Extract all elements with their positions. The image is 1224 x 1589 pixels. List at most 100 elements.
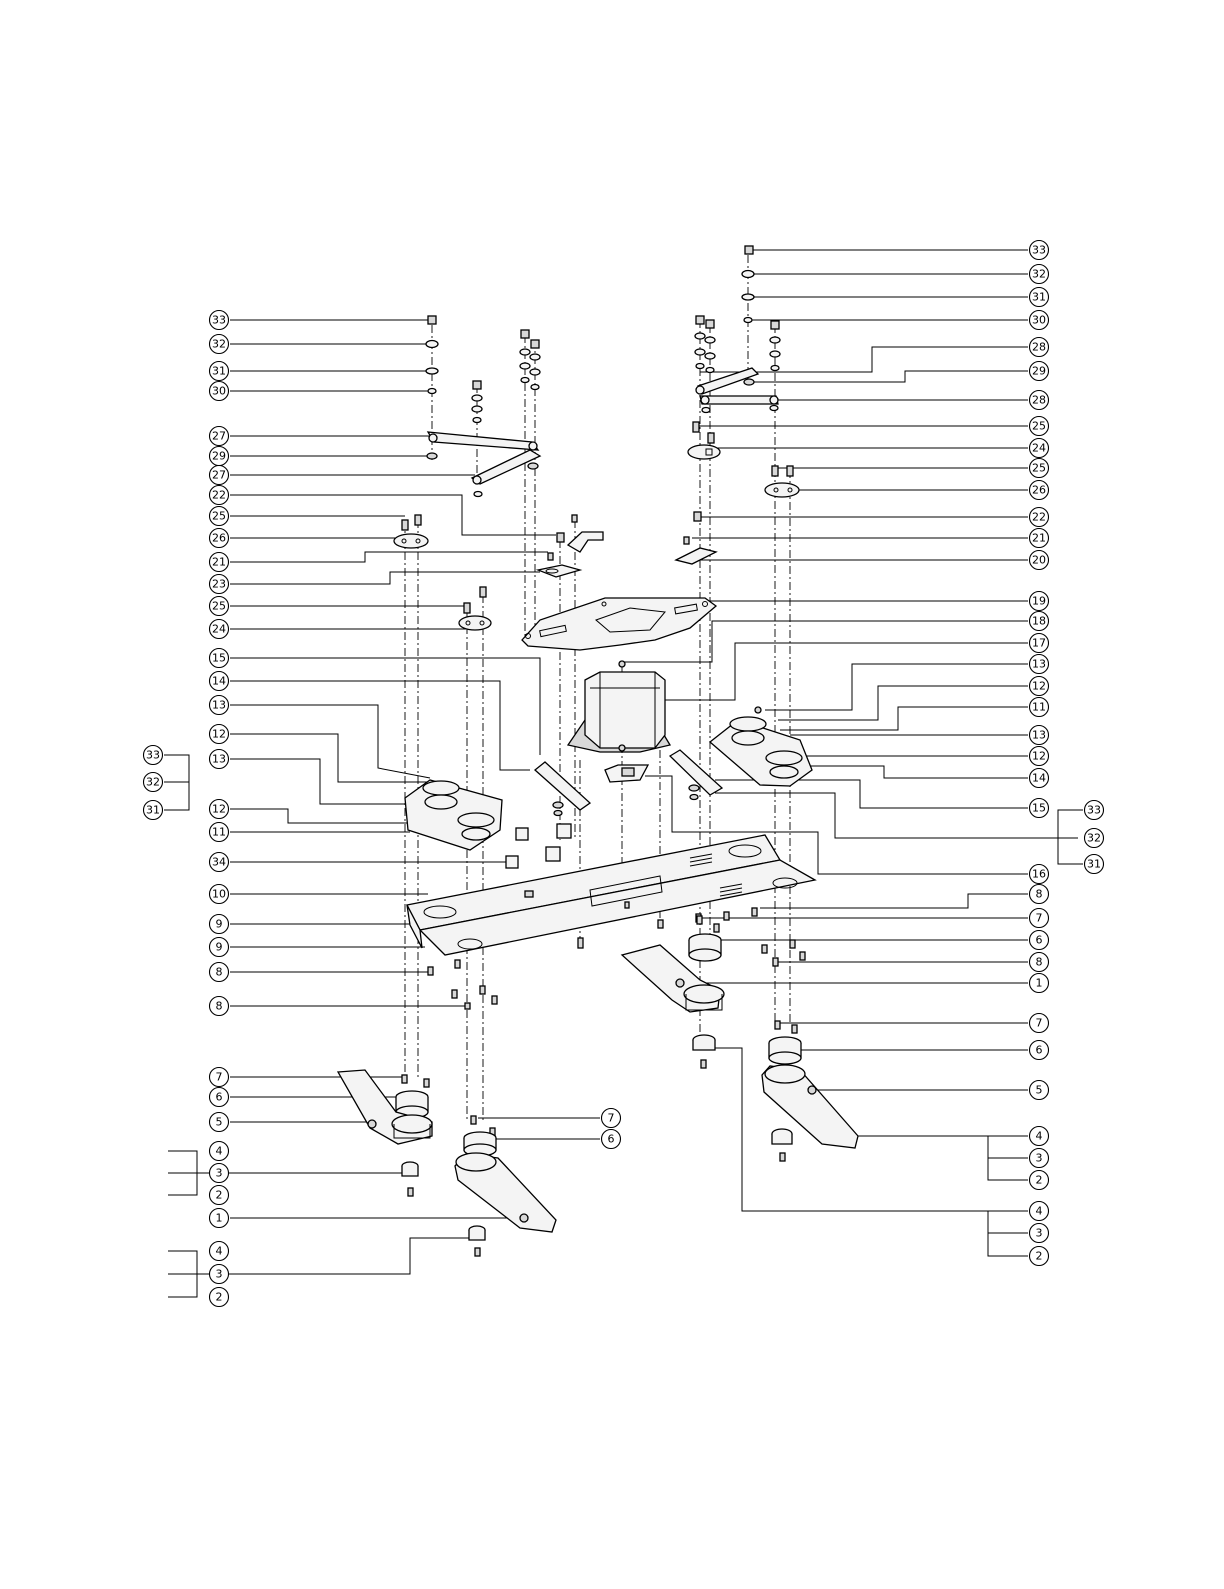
callout-number: 3 bbox=[216, 1268, 223, 1281]
callout-bubble-right-4: 28 bbox=[1030, 338, 1049, 357]
callout-number: 26 bbox=[212, 532, 226, 545]
callout-bubble-left-23: 9 bbox=[210, 915, 229, 934]
callout-bubble-right-12: 21 bbox=[1030, 529, 1049, 548]
callout-number: 2 bbox=[216, 1189, 223, 1202]
callout-bubble-right-21: 12 bbox=[1030, 747, 1049, 766]
callout-number: 22 bbox=[212, 489, 226, 502]
callout-bubble-right-6: 28 bbox=[1030, 391, 1049, 410]
callout-bubble-left-3: 30 bbox=[210, 382, 229, 401]
callout-bubble-left-34: 4 bbox=[210, 1242, 229, 1261]
callout-bubble-right-30: 6 bbox=[1030, 931, 1049, 950]
callout-number: 22 bbox=[1032, 511, 1046, 524]
callout-number: 12 bbox=[212, 803, 226, 816]
callout-bubble-left-30: 4 bbox=[210, 1142, 229, 1161]
callout-bubble-right-13: 20 bbox=[1030, 551, 1049, 570]
callout-number: 31 bbox=[212, 365, 226, 378]
callout-number: 2 bbox=[1036, 1250, 1043, 1263]
callout-bubble-right-18: 12 bbox=[1030, 677, 1049, 696]
callout-bubble-right-36: 4 bbox=[1030, 1127, 1049, 1146]
callout-bubble-left-9: 26 bbox=[210, 529, 229, 548]
callout-bubble-right-24: 33 bbox=[1085, 801, 1104, 820]
callout-number: 8 bbox=[1036, 888, 1043, 901]
link-arm-right bbox=[696, 368, 778, 413]
callouts-right: 3332313028292825242526222120191817131211… bbox=[1030, 241, 1104, 1266]
callout-bubble-right-40: 3 bbox=[1030, 1224, 1049, 1243]
callouts-inline: 76 bbox=[602, 1109, 621, 1149]
callout-bubble-right-2: 31 bbox=[1030, 288, 1049, 307]
callout-bubble-right-19: 11 bbox=[1030, 698, 1049, 717]
callout-number: 33 bbox=[212, 314, 226, 327]
callout-number: 3 bbox=[1036, 1227, 1043, 1240]
callout-bubble-right-7: 25 bbox=[1030, 417, 1049, 436]
callout-bubble-left-35: 3 bbox=[210, 1265, 229, 1284]
callout-number: 30 bbox=[212, 385, 226, 398]
callout-number: 31 bbox=[1032, 291, 1046, 304]
callout-bubble-right-41: 2 bbox=[1030, 1247, 1049, 1266]
callout-bubble-right-28: 8 bbox=[1030, 885, 1049, 904]
callout-bubble-left-12: 25 bbox=[210, 597, 229, 616]
callout-bubble-right-25: 32 bbox=[1085, 829, 1104, 848]
callout-number: 8 bbox=[216, 966, 223, 979]
callout-bubble-right-3: 30 bbox=[1030, 311, 1049, 330]
callout-number: 14 bbox=[212, 675, 226, 688]
callout-bubble-far_left-1: 32 bbox=[144, 773, 163, 792]
callout-number: 24 bbox=[212, 623, 226, 636]
callout-bubble-left-16: 13 bbox=[210, 696, 229, 715]
callout-bubble-left-7: 22 bbox=[210, 486, 229, 505]
callout-bubble-left-32: 2 bbox=[210, 1186, 229, 1205]
callout-number: 31 bbox=[146, 804, 160, 817]
callout-number: 16 bbox=[1032, 868, 1046, 881]
callout-number: 32 bbox=[146, 776, 160, 789]
callouts-left: 3332313027292722252621232524151413121312… bbox=[210, 311, 229, 1307]
callout-bubble-far_left-2: 31 bbox=[144, 801, 163, 820]
callout-number: 21 bbox=[1032, 532, 1046, 545]
collar-right-outer bbox=[769, 1021, 801, 1064]
callout-bubble-inline-0: 7 bbox=[602, 1109, 621, 1128]
callout-bubble-left-20: 11 bbox=[210, 823, 229, 842]
callout-bubble-right-23: 15 bbox=[1030, 799, 1049, 818]
callout-number: 4 bbox=[1036, 1205, 1043, 1218]
callouts-far-left: 33 32 31 bbox=[144, 746, 163, 820]
callout-number: 7 bbox=[1036, 912, 1043, 925]
callout-number: 30 bbox=[1032, 314, 1046, 327]
callout-number: 6 bbox=[1036, 1044, 1043, 1057]
callout-number: 8 bbox=[216, 1000, 223, 1013]
callout-bubble-right-10: 26 bbox=[1030, 481, 1049, 500]
callout-number: 32 bbox=[212, 338, 226, 351]
callout-number: 18 bbox=[1032, 615, 1046, 628]
callout-number: 29 bbox=[212, 450, 226, 463]
callout-number: 6 bbox=[1036, 934, 1043, 947]
pad-right-outer bbox=[772, 1129, 792, 1161]
callout-number: 1 bbox=[216, 1212, 223, 1225]
callout-number: 11 bbox=[212, 826, 226, 839]
callout-bubble-inline-1: 6 bbox=[602, 1130, 621, 1149]
callout-number: 7 bbox=[1036, 1017, 1043, 1030]
callout-number: 10 bbox=[212, 888, 226, 901]
fastener-stack-left bbox=[426, 316, 540, 423]
callout-bubble-right-34: 6 bbox=[1030, 1041, 1049, 1060]
callout-number: 25 bbox=[212, 510, 226, 523]
link-arm-left bbox=[427, 432, 540, 497]
callout-number: 9 bbox=[216, 918, 223, 931]
callout-number: 20 bbox=[1032, 554, 1046, 567]
callout-bubble-right-37: 3 bbox=[1030, 1149, 1049, 1168]
callout-bubble-right-35: 5 bbox=[1030, 1081, 1049, 1100]
callout-bubble-left-21: 34 bbox=[210, 853, 229, 872]
callout-bubble-left-14: 15 bbox=[210, 649, 229, 668]
callout-number: 27 bbox=[212, 430, 226, 443]
right-collar-plate bbox=[710, 707, 812, 786]
callout-bubble-left-31: 3 bbox=[210, 1164, 229, 1183]
callout-number: 19 bbox=[1032, 595, 1046, 608]
callout-bubble-left-24: 9 bbox=[210, 938, 229, 957]
callout-bubble-left-36: 2 bbox=[210, 1288, 229, 1307]
callout-number: 33 bbox=[146, 749, 160, 762]
callout-number: 6 bbox=[216, 1091, 223, 1104]
callout-bubble-left-2: 31 bbox=[210, 362, 229, 381]
callout-bubble-left-13: 24 bbox=[210, 620, 229, 639]
callout-bubble-left-27: 7 bbox=[210, 1068, 229, 1087]
callout-number: 25 bbox=[1032, 420, 1046, 433]
callout-number: 1 bbox=[1036, 977, 1043, 990]
callout-number: 14 bbox=[1032, 772, 1046, 785]
callout-bubble-right-16: 17 bbox=[1030, 634, 1049, 653]
